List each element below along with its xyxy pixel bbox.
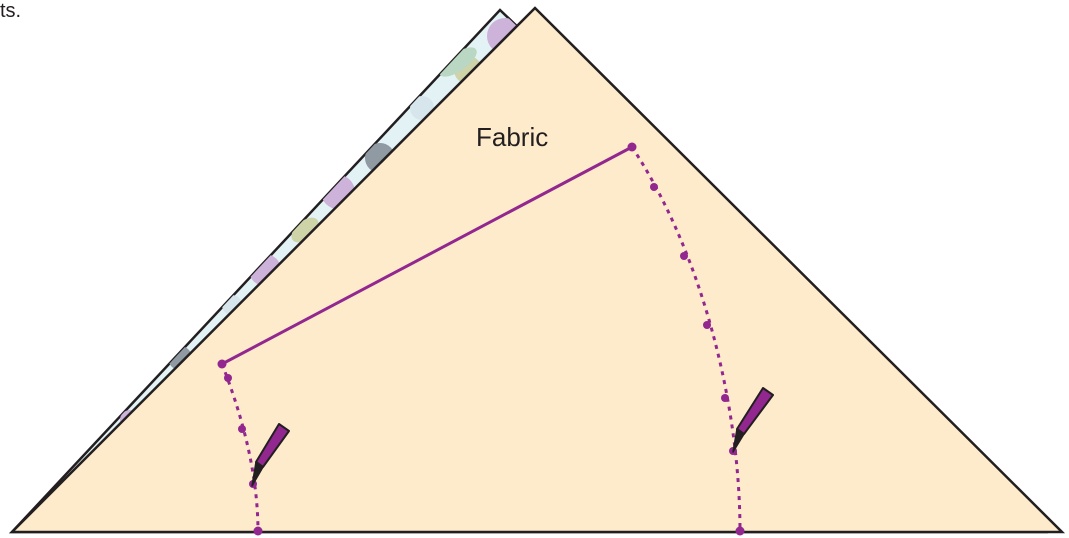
marking-line (221, 145, 633, 366)
fabric-triangle (8, 6, 1066, 534)
marking-point (253, 526, 263, 536)
marking-point (650, 183, 658, 191)
cut-off-instruction-text: ts. (0, 0, 22, 22)
marking-points (217, 142, 745, 536)
marking-point (735, 526, 745, 536)
fabric-label: Fabric (476, 122, 548, 152)
marking-point (721, 394, 729, 402)
marking-point (217, 359, 227, 369)
pencil-icon (251, 423, 290, 487)
marking-point (703, 321, 711, 329)
marking-point (238, 425, 246, 433)
right-dotted-arc (630, 146, 742, 533)
marking-point (224, 374, 232, 382)
marking-point (680, 252, 688, 260)
marking-point (627, 142, 637, 152)
pencil-icon (732, 387, 774, 453)
